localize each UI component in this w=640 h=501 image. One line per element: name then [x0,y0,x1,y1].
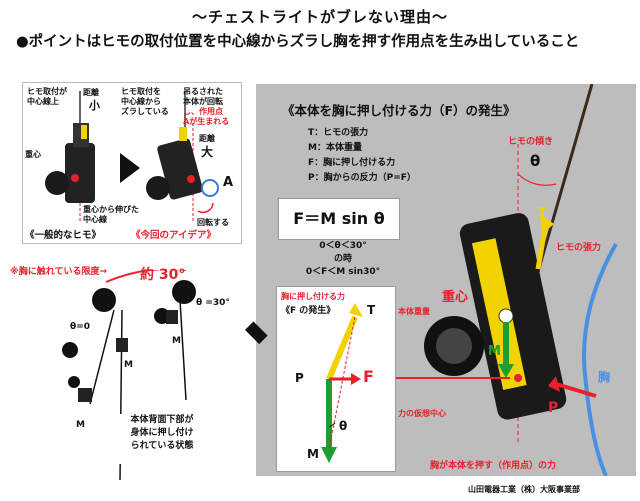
point-a-created-label: し、作用点 Aが生まれる [183,107,230,126]
legend-m: M：本体重量 [308,143,362,153]
back-contact-note: 本体背面下部が 身体に押し付け られている状態 [110,414,214,464]
distance-label-right: 距離 [199,134,215,143]
m-label: M [488,344,501,359]
small-label: 小 [89,99,100,112]
comparison-panel: ヒモ取付が 中心線上 距離 小 重心 重心から伸びた 中心線 ヒモ取付を 中心線… [22,82,242,244]
m-label-3: M [172,336,181,346]
condition-line-3: 0＜F＜M sin30° [305,267,381,277]
cg-dot-right [187,175,195,183]
cg-label: 重心 [442,290,469,305]
formula-box: F＝M sin θ [278,198,400,240]
body-line-2 [179,299,187,401]
lamp-right [146,176,170,200]
head-1 [92,288,116,312]
swing-illustration [62,270,268,481]
theta-arc [517,173,557,186]
force-box-p-label: P [295,371,304,385]
virtual-center-dot [514,374,522,382]
force-vector-box: 胸に押し付ける力 《F の発生》 T P F θ M [276,286,396,472]
strap-center-label: ヒモ取付が 中心線上 [27,87,67,106]
yellow-clip-left [81,125,87,139]
approx-30-label: 約 30° [140,267,186,283]
rotate-arrow [197,202,214,214]
condition-line-1: 0＜θ＜30° [319,241,367,251]
tension-arrowhead [540,214,554,234]
weight-label: 本体重量 [398,307,430,316]
force-diagram [348,83,618,477]
force-box-m-label: M [307,447,319,461]
force-box-theta-label: θ [339,419,348,433]
body-line-1 [89,309,115,405]
reaction-label: 胸が本体を押す（作用点）の力 [430,461,557,471]
legend-f: F：胸に押し付ける力 [308,158,396,168]
yellow-clip-right [179,127,187,141]
condition-text: 0＜θ＜30° の時 0＜F＜M sin30° [280,240,406,279]
chest-curve [582,243,618,477]
hanging-body-label: 吊るされた 本体が回転 [183,87,223,106]
lamp-b [68,376,80,388]
condition-line-2: の時 [333,254,352,264]
m-label-1: M [76,420,85,430]
legend-t: T：ヒモの張力 [308,128,369,138]
m-vector-head [321,447,337,463]
p-label: P [548,400,559,416]
limit-label: ※胸に触れている限度→ [10,267,108,277]
weight-arrowhead [498,364,514,378]
big-arrow [222,321,268,345]
chest-label: 胸 [598,370,611,384]
strap-tilt-label: ヒモの傾き [508,137,554,147]
normal-caption: 《一般的なヒモ》 [25,230,102,241]
push-force-label: 胸に押し付ける力 [281,292,345,301]
point-a-label: A [223,175,234,190]
lamp-left [45,171,69,195]
comparison-drawing [45,91,219,223]
f-generation-label: 《F の発生》 [281,306,336,316]
page-title: 〜チェストライトがブレない理由〜 [191,8,448,26]
swing-arc [105,270,186,283]
idea-caption: 《今回のアイデア》 [131,230,217,241]
strap-offset-label: ヒモ取付を 中心線から ズラしている [121,87,169,116]
cg-dot-main [498,308,514,324]
theta-label: θ [530,152,541,170]
theta-0-label: θ=0 [70,322,90,332]
diagram-title: 《本体を胸に押し付ける力（F）の発生》 [282,103,516,118]
cg-dot-left [71,174,79,182]
m-label-2: M [124,360,133,370]
point-a-circle [201,179,219,197]
f-vector-head [351,373,361,385]
theta-arc-box [328,422,336,428]
force-legend: T：ヒモの張力 M：本体重量 F：胸に押し付ける力 P：胸からの反力（P=F） [308,126,416,186]
device-small-3 [166,310,178,324]
t-vector-head [349,303,363,317]
transition-arrow [120,153,140,183]
force-box-f-label: F [363,367,374,386]
device-body-left [65,143,95,203]
cg-label-left: 重心 [25,150,41,159]
headline: ●ポイントはヒモの取付位置を中心線からズラし胸を押す作用点を生み出していること [16,34,580,50]
force-vector-drawing [321,303,363,463]
lamp-a [62,342,78,358]
line-from-cg-label: 重心から伸びた 中心線 [83,205,139,224]
triangle-line [328,316,356,450]
t-label: T [538,206,547,221]
strap-line [536,83,594,273]
rotate-label: 回転する [197,218,229,227]
virtual-center-label: 力の仮想中心 [398,409,446,418]
lamp-lens [436,328,472,364]
strap-tension-label: ヒモの張力 [556,243,602,253]
head-2 [172,280,196,304]
distance-label-left: 距離 [83,88,99,97]
device-small-2 [116,338,128,352]
reaction-arrowhead [548,376,560,392]
large-label: 大 [201,145,214,159]
legend-p: P：胸からの反力（P=F） [308,173,416,183]
force-box-t-label: T [367,303,376,317]
t-vector [326,315,358,381]
theta-30-label: θ =30° [196,298,230,308]
reaction-arrow [555,382,597,398]
company-footer: 山田電器工業（株）大阪事業部 [468,485,580,494]
device-small-1 [78,388,92,402]
